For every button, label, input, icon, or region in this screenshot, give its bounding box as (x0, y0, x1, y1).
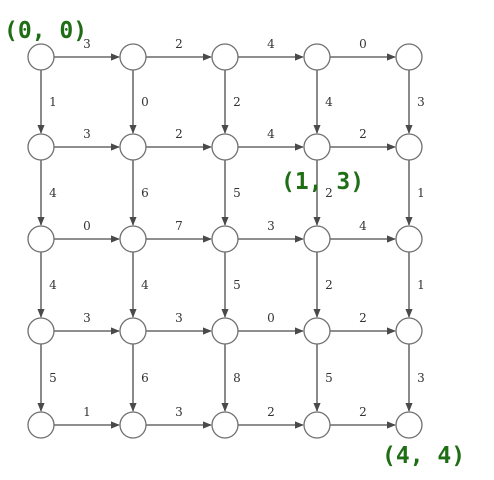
weights-layer: 3 2 4 0 3 2 4 2 0 7 3 4 3 3 0 2 1 3 2 2 1 0 2 4 3 4 6 5 2 1 4 4 5 2 1 5 6 8 5 3 (49, 37, 425, 419)
node-3-4 (395, 317, 423, 345)
edge-weight-h-4-0: 1 (83, 405, 91, 419)
edge-weight-h-1-3: 2 (359, 127, 367, 141)
edge-weight-v-3-4: 3 (417, 371, 425, 385)
node-3-3 (303, 317, 331, 345)
edge-weight-v-1-3: 2 (325, 186, 333, 200)
node-0-3 (303, 43, 331, 71)
edge-weight-h-0-0: 3 (83, 37, 91, 51)
edge-weight-h-2-0: 0 (83, 219, 91, 233)
edge-weight-v-1-4: 1 (417, 186, 425, 200)
edge-weight-h-3-0: 3 (83, 311, 91, 325)
node-4-3 (303, 411, 331, 439)
node-1-3 (303, 133, 331, 161)
edge-weight-v-3-2: 8 (233, 371, 241, 385)
edge-weight-h-0-1: 2 (175, 37, 183, 51)
edge-weight-h-0-2: 4 (267, 37, 275, 51)
node-0-0 (27, 43, 55, 71)
node-0-2 (211, 43, 239, 71)
node-1-2 (211, 133, 239, 161)
edge-weight-h-2-1: 7 (175, 219, 183, 233)
edge-weight-v-1-1: 6 (141, 186, 149, 200)
edge-weight-h-3-3: 2 (359, 311, 367, 325)
edge-weight-v-0-0: 1 (49, 95, 57, 109)
edge-weight-h-4-3: 2 (359, 405, 367, 419)
edge-weight-h-1-0: 3 (83, 127, 91, 141)
edge-weight-v-2-4: 1 (417, 278, 425, 292)
edges-layer (37, 53, 413, 429)
edge-weight-v-0-4: 3 (417, 95, 425, 109)
edge-weight-h-3-1: 3 (175, 311, 183, 325)
edge-weight-v-2-0: 4 (49, 278, 57, 292)
edge-weight-v-0-1: 0 (141, 95, 149, 109)
node-1-1 (119, 133, 147, 161)
coordinate-label-1-3: (1, 3) (281, 169, 364, 195)
coordinate-label-4-4: (4, 4) (382, 443, 465, 469)
node-3-2 (211, 317, 239, 345)
node-4-2 (211, 411, 239, 439)
edge-weight-h-4-1: 3 (175, 405, 183, 419)
edge-weight-v-1-2: 5 (233, 186, 241, 200)
edge-weight-v-0-3: 4 (325, 95, 333, 109)
coordinate-label-0-0: (0, 0) (4, 18, 87, 44)
edge-weight-v-3-1: 6 (141, 371, 149, 385)
node-4-0 (27, 411, 55, 439)
node-1-0 (27, 133, 55, 161)
node-2-0 (27, 225, 55, 253)
edge-weight-h-1-1: 2 (175, 127, 183, 141)
node-2-1 (119, 225, 147, 253)
edge-weight-h-2-3: 4 (359, 219, 367, 233)
node-0-4 (395, 43, 423, 71)
node-2-4 (395, 225, 423, 253)
annotations-layer: (0, 0) (1, 3) (4, 4) (4, 18, 465, 469)
node-4-1 (119, 411, 147, 439)
node-0-1 (119, 43, 147, 71)
node-4-4 (395, 411, 423, 439)
edge-weight-v-1-0: 4 (49, 186, 57, 200)
node-3-0 (27, 317, 55, 345)
edge-weight-v-3-0: 5 (49, 371, 57, 385)
edge-weight-v-2-2: 5 (233, 278, 241, 292)
edge-weight-v-3-3: 5 (325, 371, 333, 385)
node-3-1 (119, 317, 147, 345)
edge-weight-h-0-3: 0 (359, 37, 367, 51)
edge-weight-h-1-2: 4 (267, 127, 275, 141)
edge-weight-v-0-2: 2 (233, 95, 241, 109)
node-2-3 (303, 225, 331, 253)
node-2-2 (211, 225, 239, 253)
edge-weight-h-2-2: 3 (267, 219, 275, 233)
edge-weight-v-2-3: 2 (325, 278, 333, 292)
edge-weight-h-4-2: 2 (267, 405, 275, 419)
nodes-layer (27, 43, 423, 439)
edge-weight-v-2-1: 4 (141, 278, 149, 292)
edge-weight-h-3-2: 0 (267, 311, 275, 325)
node-1-4 (395, 133, 423, 161)
